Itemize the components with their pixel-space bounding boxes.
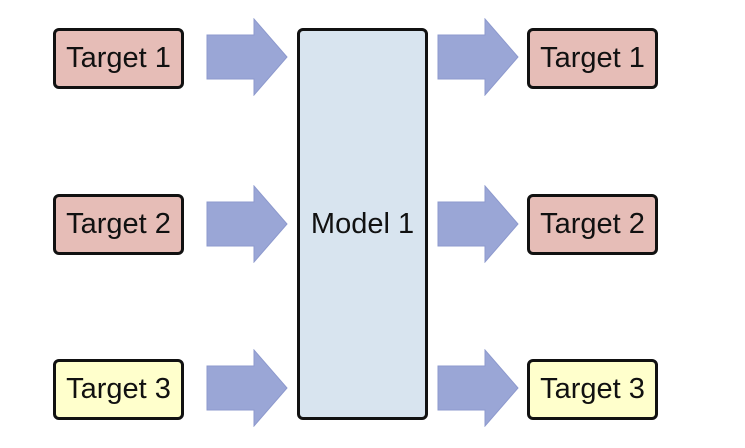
output-target-2-box: Target 2 [527, 194, 658, 255]
output-arrow-2-icon [437, 185, 519, 263]
input-target-1-box: Target 1 [53, 28, 184, 89]
input-target-2-label: Target 2 [66, 208, 171, 240]
output-target-1-label: Target 1 [540, 42, 645, 74]
input-arrow-3-icon [206, 349, 288, 427]
input-arrow-1-icon [206, 18, 288, 96]
output-arrow-3-icon [437, 349, 519, 427]
input-arrow-2-icon [206, 185, 288, 263]
model-label: Model 1 [310, 207, 415, 240]
input-target-2-box: Target 2 [53, 194, 184, 255]
input-target-1-label: Target 1 [66, 42, 171, 74]
output-target-2-label: Target 2 [540, 208, 645, 240]
model-box: Model 1 [297, 28, 428, 420]
output-target-3-box: Target 3 [527, 359, 658, 420]
input-target-3-label: Target 3 [66, 373, 171, 405]
output-target-1-box: Target 1 [527, 28, 658, 89]
output-target-3-label: Target 3 [540, 373, 645, 405]
output-arrow-1-icon [437, 18, 519, 96]
input-target-3-box: Target 3 [53, 359, 184, 420]
